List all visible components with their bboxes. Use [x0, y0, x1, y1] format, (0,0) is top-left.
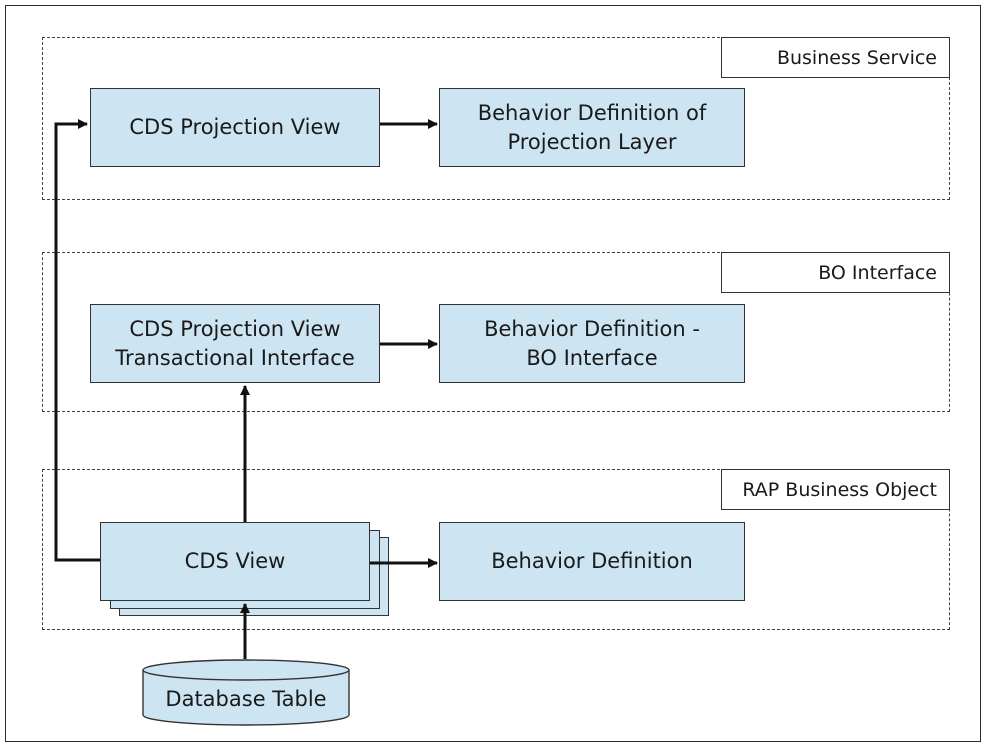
cds-projection-transactional-box: CDS Projection View Transactional Interf… [90, 304, 380, 383]
behavior-definition-box: Behavior Definition [439, 522, 745, 601]
behavior-definition-projection-line1: Behavior Definition of [477, 100, 707, 125]
behavior-definition-projection-box: Behavior Definition of Projection Layer [439, 88, 745, 167]
behavior-definition-bo-interface-line1: Behavior Definition - [484, 316, 700, 341]
behavior-definition-label: Behavior Definition [491, 549, 693, 573]
cds-projection-view-box: CDS Projection View [90, 88, 380, 167]
cds-projection-transactional-line1: CDS Projection View [129, 316, 341, 341]
layer-label-business-service: Business Service [721, 37, 950, 78]
layer-rap-business-object [42, 469, 950, 630]
layer-label-rap-business-object: RAP Business Object [721, 469, 950, 510]
database-table-cylinder [142, 659, 350, 726]
layer-label-bo-interface: BO Interface [721, 252, 950, 293]
behavior-definition-bo-interface-line2: BO Interface [526, 345, 658, 370]
cds-view-label: CDS View [184, 549, 286, 573]
diagram-frame [5, 5, 981, 742]
layer-business-service [42, 37, 950, 200]
behavior-definition-projection-line2: Projection Layer [507, 129, 677, 154]
cds-projection-transactional-line2: Transactional Interface [115, 345, 355, 370]
cds-projection-view-label: CDS Projection View [129, 115, 341, 139]
arrow-cds-view-to-projection [54, 119, 100, 562]
layer-bo-interface [42, 252, 950, 412]
behavior-definition-bo-interface-box: Behavior Definition - BO Interface [439, 304, 745, 383]
database-table-label: Database Table [165, 687, 327, 711]
cds-view-box: CDS View [100, 522, 370, 601]
